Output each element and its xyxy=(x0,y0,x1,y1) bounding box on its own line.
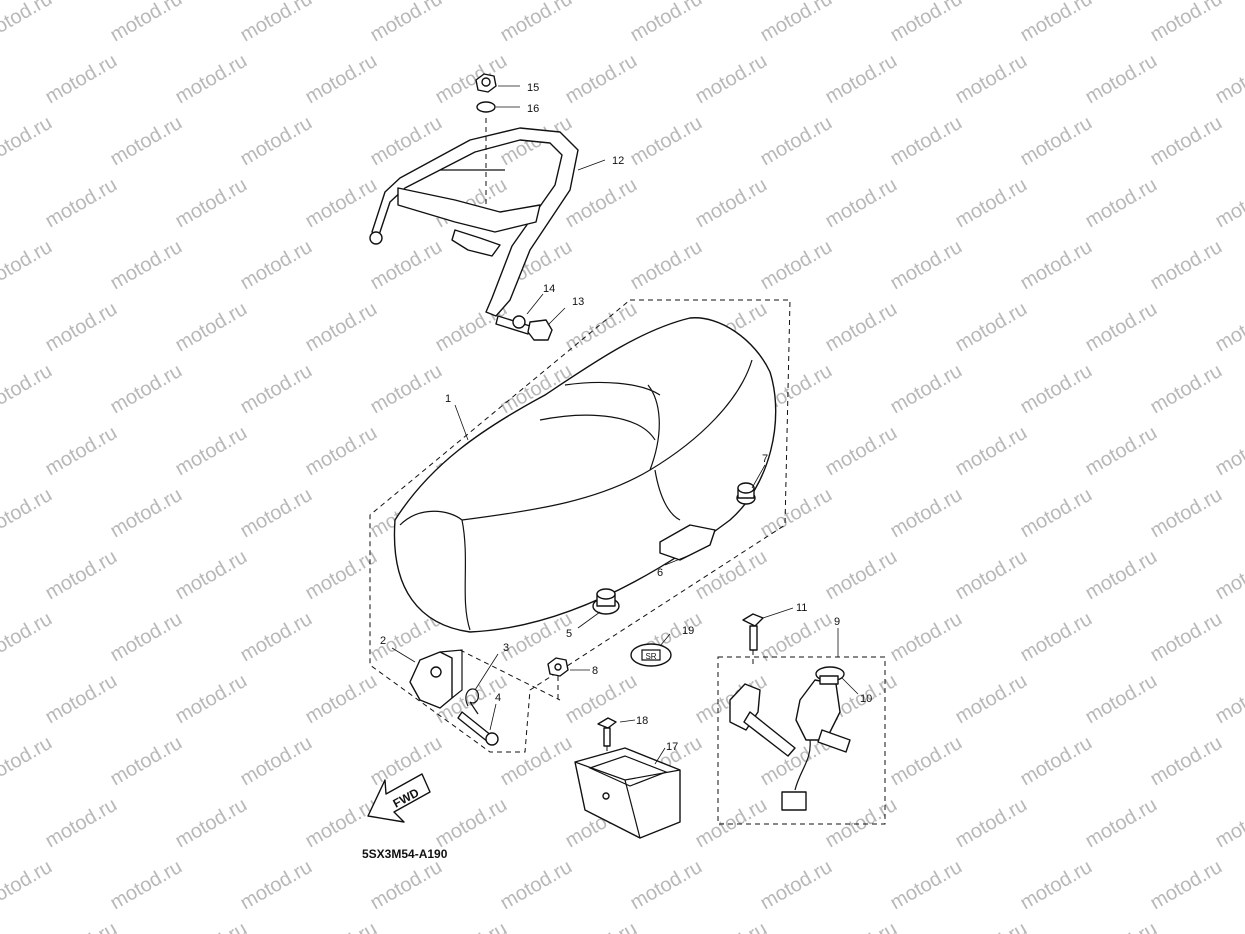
callout-4: 4 xyxy=(495,692,501,704)
callout-16: 16 xyxy=(527,103,539,115)
lock-assembly-boundary xyxy=(717,656,886,825)
callout-6: 6 xyxy=(657,567,663,579)
nut-8 xyxy=(547,657,569,677)
callout-numbers: 15 16 12 14 13 1 7 6 5 2 3 4 8 19 18 17 … xyxy=(380,82,872,753)
key-cap-10 xyxy=(815,666,845,685)
bracket-2 xyxy=(409,649,463,709)
case-17 xyxy=(574,747,681,839)
callout-9: 9 xyxy=(834,616,840,628)
callout-5: 5 xyxy=(566,628,572,640)
seat-lock-9 xyxy=(729,679,851,811)
washer-16 xyxy=(476,101,496,113)
damper-7 xyxy=(736,482,756,505)
bolt-13 xyxy=(495,315,553,341)
leader-lines xyxy=(391,85,859,765)
washer-14 xyxy=(512,315,526,329)
callout-2: 2 xyxy=(380,635,386,647)
damper-5 xyxy=(592,588,620,615)
callout-18: 18 xyxy=(636,715,648,727)
pad-6 xyxy=(659,524,716,561)
callout-14: 14 xyxy=(543,283,555,295)
callout-10: 10 xyxy=(860,693,872,705)
callout-7: 7 xyxy=(762,453,768,465)
callout-15: 15 xyxy=(527,82,539,94)
grab-bar xyxy=(369,127,579,317)
pin-4 xyxy=(457,711,499,746)
seat-assembly-boundary xyxy=(369,299,791,753)
callout-13: 13 xyxy=(572,296,584,308)
callout-1: 1 xyxy=(445,393,451,405)
callout-3: 3 xyxy=(503,642,509,654)
emblem-19: SR xyxy=(630,643,672,667)
callout-17: 17 xyxy=(666,741,678,753)
diagram-code: 5SX3M54-A190 xyxy=(362,847,448,861)
nut-15 xyxy=(475,73,497,93)
clip-3 xyxy=(465,688,480,715)
callout-12: 12 xyxy=(612,155,624,167)
bracket-axis xyxy=(459,649,561,701)
callout-19: 19 xyxy=(682,625,694,637)
screw-18 xyxy=(597,717,617,747)
callout-8: 8 xyxy=(592,665,598,677)
svg-text:SR: SR xyxy=(645,652,656,661)
callout-11: 11 xyxy=(796,602,807,614)
